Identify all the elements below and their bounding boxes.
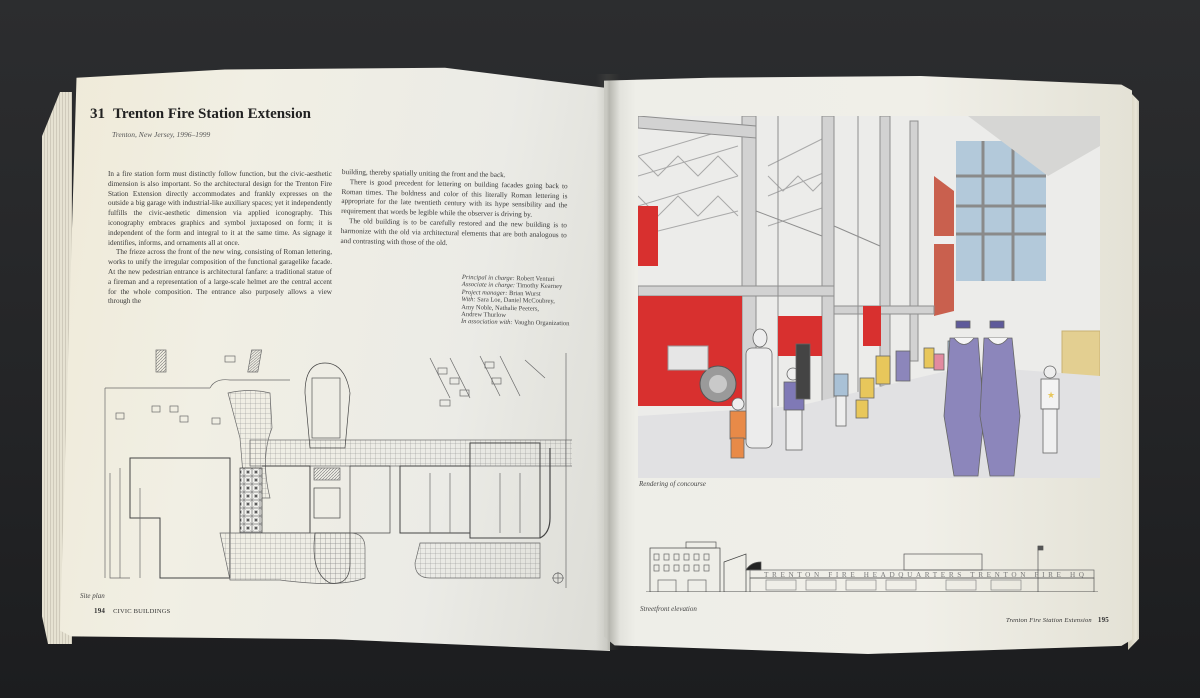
- site-plan-caption: Site plan: [80, 592, 105, 600]
- entry-number: 31: [90, 106, 105, 122]
- paragraph: There is good precedent for lettering on…: [341, 177, 568, 219]
- paragraph: In a fire station form must distinctly f…: [108, 170, 332, 247]
- page-stack-right: [1128, 90, 1139, 650]
- paragraph: The old building is to be carefully rest…: [340, 217, 568, 247]
- paragraph: The frieze across the front of the new w…: [108, 248, 332, 306]
- entry-heading: 31 Trenton Fire Station Extension: [90, 106, 311, 123]
- left-folio: 194 CIVIC BUILDINGS: [94, 607, 170, 615]
- section-name: CIVIC BUILDINGS: [113, 608, 171, 615]
- concourse-illustration: ★: [638, 116, 1100, 478]
- site-plan-drawing: [104, 349, 572, 588]
- running-title: Trenton Fire Station Extension: [1006, 617, 1092, 624]
- entry-title: Trenton Fire Station Extension: [113, 106, 311, 122]
- elevation-caption: Streetfront elevation: [640, 605, 697, 613]
- body-column-1: In a fire station form must distinctly f…: [108, 170, 332, 307]
- project-credits: Principal in charge: Robert Venturi Asso…: [461, 274, 582, 328]
- right-folio: Trenton Fire Station Extension 195: [1006, 616, 1109, 624]
- rendering-caption: Rendering of concourse: [639, 480, 706, 488]
- streetfront-elevation-drawing: TRENTON FIRE HEADQUARTERS TRENTON FIRE H…: [646, 541, 1098, 592]
- body-column-2: building, thereby spatially uniting the …: [340, 168, 568, 251]
- frieze-lettering: TRENTON FIRE HEADQUARTERS TRENTON FIRE H…: [764, 571, 1085, 579]
- concourse-rendering: ★: [638, 116, 1100, 478]
- svg-text:★: ★: [1047, 390, 1055, 400]
- entry-subtitle: Trenton, New Jersey, 1996–1999: [112, 130, 211, 139]
- page-number: 194: [94, 607, 106, 615]
- book-gutter: [596, 74, 620, 650]
- page-number: 195: [1097, 616, 1109, 624]
